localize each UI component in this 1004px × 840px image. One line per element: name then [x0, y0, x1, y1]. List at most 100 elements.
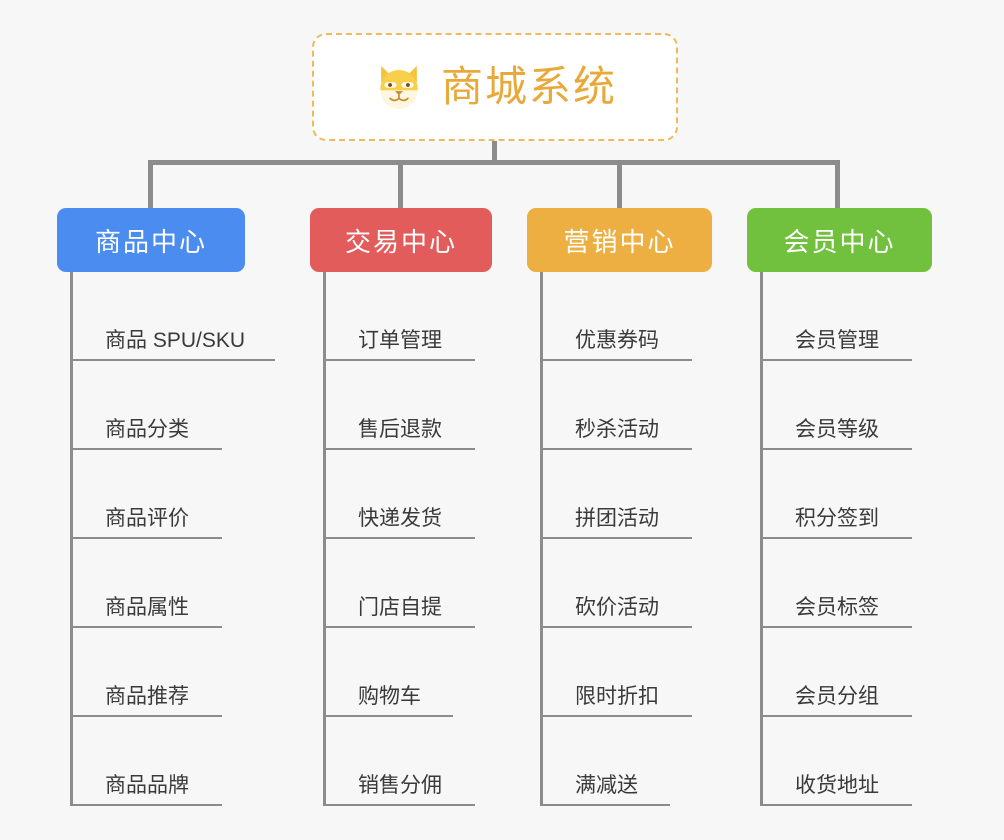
leaf-underline: [70, 537, 222, 539]
leaf-label: 会员等级: [795, 417, 879, 441]
leaf-item[interactable]: 门店自提: [323, 539, 492, 628]
root-title: 商城系统: [440, 63, 617, 110]
leaf-underline: [540, 804, 670, 806]
leaf-underline: [540, 537, 692, 539]
leaf-item[interactable]: 快递发货: [323, 450, 492, 539]
leaf-underline: [760, 359, 912, 361]
leaf-tree-product: 商品 SPU/SKU 商品分类 商品评价 商品属性 商品推荐 商品品牌: [70, 272, 275, 806]
leaf-underline: [760, 626, 912, 628]
leaf-underline: [540, 626, 692, 628]
connector-drop-3: [835, 160, 840, 208]
leaf-item[interactable]: 会员等级: [760, 361, 932, 450]
leaf-item[interactable]: 会员分组: [760, 628, 932, 717]
leaf-label: 商品推荐: [105, 684, 189, 708]
leaf-label: 收货地址: [795, 773, 879, 797]
category-title: 会员中心: [783, 226, 896, 257]
leaf-item[interactable]: 商品分类: [70, 361, 245, 450]
leaf-label: 限时折扣: [575, 684, 659, 708]
category-column-product: 商品中心 商品 SPU/SKU 商品分类 商品评价 商品属性 商品推荐: [57, 208, 275, 806]
leaf-label: 会员管理: [795, 328, 879, 352]
leaf-item[interactable]: 限时折扣: [540, 628, 712, 717]
leaf-underline: [70, 715, 222, 717]
connector-horizontal-bar: [148, 160, 840, 165]
leaf-label: 销售分佣: [358, 773, 442, 797]
leaf-item[interactable]: 商品推荐: [70, 628, 245, 717]
category-column-marketing: 营销中心 优惠券码 秒杀活动 拼团活动 砍价活动 限时折扣: [527, 208, 712, 806]
leaf-label: 商品 SPU/SKU: [105, 328, 246, 352]
leaf-label: 拼团活动: [575, 506, 659, 530]
category-box-product[interactable]: 商品中心: [57, 208, 245, 272]
leaf-item[interactable]: 售后退款: [323, 361, 492, 450]
category-title: 营销中心: [563, 226, 676, 257]
leaf-underline: [323, 359, 475, 361]
leaf-label: 商品属性: [105, 595, 189, 619]
category-column-transaction: 交易中心 订单管理 售后退款 快递发货 门店自提 购物车: [310, 208, 492, 806]
leaf-label: 购物车: [358, 684, 421, 708]
leaf-underline: [70, 359, 275, 361]
leaf-underline: [70, 626, 222, 628]
leaf-item[interactable]: 购物车: [323, 628, 492, 717]
leaf-item[interactable]: 订单管理: [323, 272, 492, 361]
category-title: 商品中心: [94, 226, 207, 257]
leaf-label: 会员分组: [795, 684, 879, 708]
leaf-underline: [323, 804, 475, 806]
leaf-spine: [760, 272, 763, 806]
connector-root-stem: [492, 141, 497, 162]
category-box-transaction[interactable]: 交易中心: [310, 208, 492, 272]
leaf-item[interactable]: 会员标签: [760, 539, 932, 628]
leaf-underline: [760, 448, 912, 450]
leaf-item[interactable]: 收货地址: [760, 717, 932, 806]
leaf-underline: [540, 715, 692, 717]
leaf-underline: [323, 626, 475, 628]
leaf-item[interactable]: 销售分佣: [323, 717, 492, 806]
leaf-label: 商品分类: [105, 417, 189, 441]
leaf-underline: [323, 537, 475, 539]
leaf-item[interactable]: 积分签到: [760, 450, 932, 539]
category-box-marketing[interactable]: 营销中心: [527, 208, 712, 272]
category-title: 交易中心: [344, 226, 457, 257]
leaf-item[interactable]: 满减送: [540, 717, 712, 806]
leaf-label: 会员标签: [795, 595, 879, 619]
leaf-tree-transaction: 订单管理 售后退款 快递发货 门店自提 购物车 销售分佣: [323, 272, 492, 806]
leaf-spine: [323, 272, 326, 806]
leaf-item[interactable]: 商品属性: [70, 539, 245, 628]
leaf-tree-marketing: 优惠券码 秒杀活动 拼团活动 砍价活动 限时折扣 满减送: [540, 272, 712, 806]
dog-face-icon: [380, 65, 418, 109]
leaf-item[interactable]: 拼团活动: [540, 450, 712, 539]
leaf-label: 满减送: [575, 773, 638, 797]
leaf-item[interactable]: 商品 SPU/SKU: [70, 272, 275, 361]
leaf-label: 积分签到: [795, 506, 879, 530]
leaf-underline: [540, 359, 692, 361]
leaf-label: 商品评价: [105, 506, 189, 530]
leaf-item[interactable]: 会员管理: [760, 272, 932, 361]
leaf-label: 优惠券码: [575, 328, 659, 352]
leaf-item[interactable]: 秒杀活动: [540, 361, 712, 450]
leaf-label: 快递发货: [358, 506, 442, 530]
leaf-label: 售后退款: [358, 417, 442, 441]
leaf-underline: [540, 448, 692, 450]
category-box-member[interactable]: 会员中心: [747, 208, 932, 272]
leaf-item[interactable]: 优惠券码: [540, 272, 712, 361]
leaf-label: 订单管理: [358, 328, 442, 352]
leaf-label: 门店自提: [358, 595, 442, 619]
leaf-item[interactable]: 商品品牌: [70, 717, 245, 806]
leaf-label: 砍价活动: [575, 595, 659, 619]
leaf-spine: [540, 272, 543, 806]
leaf-tree-member: 会员管理 会员等级 积分签到 会员标签 会员分组 收货地址: [760, 272, 932, 806]
connector-drop-0: [148, 160, 153, 208]
leaf-underline: [70, 804, 222, 806]
leaf-underline: [70, 448, 222, 450]
leaf-label: 秒杀活动: [575, 417, 659, 441]
leaf-spine: [70, 272, 73, 806]
leaf-underline: [760, 537, 912, 539]
leaf-underline: [760, 715, 912, 717]
leaf-underline: [323, 715, 453, 717]
leaf-item[interactable]: 砍价活动: [540, 539, 712, 628]
leaf-underline: [323, 448, 475, 450]
leaf-underline: [760, 804, 912, 806]
root-node[interactable]: 商城系统: [312, 33, 678, 141]
connector-drop-1: [398, 160, 403, 208]
leaf-item[interactable]: 商品评价: [70, 450, 245, 539]
connector-drop-2: [617, 160, 622, 208]
